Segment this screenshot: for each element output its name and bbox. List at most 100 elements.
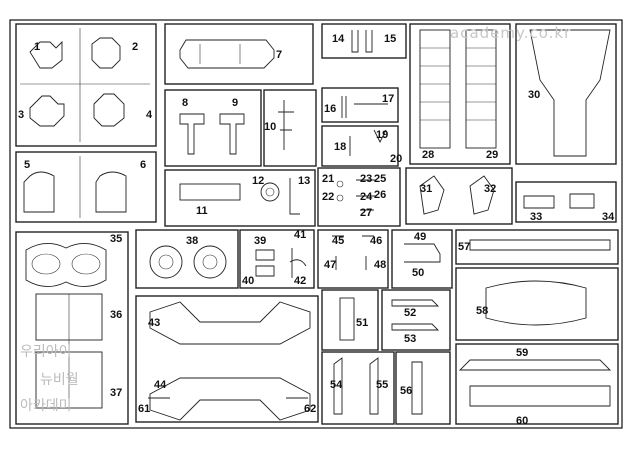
part-label-17: 17	[382, 93, 394, 105]
part-label-6: 6	[140, 159, 146, 171]
part-45-48-shape	[332, 235, 374, 270]
section-28-29	[409, 23, 511, 165]
part-13-shape	[289, 178, 300, 215]
part-label-12: 12	[252, 175, 264, 187]
section-45-48	[317, 229, 389, 289]
part-33-34-shape	[523, 193, 595, 209]
watermark-line-2: 뉴비월	[40, 372, 79, 388]
part-label-43: 43	[148, 317, 160, 329]
part-31-shape	[419, 175, 445, 215]
part-label-31: 31	[420, 183, 432, 195]
section-8-9	[164, 89, 262, 167]
section-21-27	[317, 167, 401, 227]
watermark-line-1: 우리아이	[20, 344, 72, 360]
part-38-hub-a	[158, 254, 174, 270]
part-label-56: 56	[400, 385, 412, 397]
part-51-shape	[339, 297, 355, 341]
section-5-6	[15, 151, 157, 223]
part-label-7: 7	[276, 49, 282, 61]
part-22-shape	[336, 194, 344, 202]
part-label-39: 39	[254, 235, 266, 247]
part-label-13: 13	[298, 175, 310, 187]
part-4-shape	[93, 93, 125, 127]
part-11-shape	[179, 183, 241, 201]
part-label-1: 1	[34, 41, 40, 53]
part-label-23: 23	[360, 173, 372, 185]
part-label-29: 29	[486, 149, 498, 161]
part-35-shape	[25, 243, 107, 287]
section-57	[455, 229, 619, 265]
part-label-60: 60	[516, 415, 528, 427]
section-11-13	[164, 169, 316, 227]
part-label-46: 46	[370, 235, 382, 247]
part-32-shape	[469, 175, 495, 215]
part-9-shape	[219, 113, 245, 155]
part-label-59: 59	[516, 347, 528, 359]
part-number-labels: 1 2 3 4 5 6 7 8 9 10 11 12 13 14 15 16 1…	[18, 33, 615, 427]
part-label-22: 22	[322, 191, 334, 203]
part-label-27: 27	[360, 207, 372, 219]
section-14-15	[321, 23, 407, 59]
section-52-53	[381, 289, 451, 351]
section-51	[321, 289, 379, 351]
part-29-shape	[465, 29, 497, 149]
part-5-shape	[23, 171, 55, 213]
part-59-shape	[458, 359, 612, 371]
part-label-2: 2	[132, 41, 138, 53]
part-38-hub-b	[202, 254, 218, 270]
part-label-50: 50	[412, 267, 424, 279]
watermark-url: academy.co.kr	[450, 24, 571, 42]
part-label-33: 33	[530, 211, 542, 223]
part-label-11: 11	[196, 205, 208, 217]
part-28-shape	[419, 29, 451, 149]
part-label-4: 4	[146, 109, 153, 121]
part-label-14: 14	[332, 33, 345, 45]
section-7	[164, 23, 314, 85]
part-label-21: 21	[322, 173, 334, 185]
part-label-54: 54	[330, 379, 343, 391]
part-label-28: 28	[422, 149, 434, 161]
part-label-37: 37	[110, 387, 122, 399]
part-label-24: 24	[360, 191, 373, 203]
part-39-42-shape	[255, 248, 307, 278]
part-49-50-shape	[404, 243, 441, 263]
part-23-27-shape	[356, 179, 376, 211]
part-38-wheel-b	[193, 245, 227, 279]
section-33-34	[515, 181, 617, 223]
section-31-32	[405, 167, 513, 225]
part-label-58: 58	[476, 305, 488, 317]
part-label-45: 45	[332, 235, 344, 247]
part-label-15: 15	[384, 33, 396, 45]
part-label-32: 32	[484, 183, 496, 195]
section-49-50	[391, 229, 453, 289]
part-18-20-shape	[349, 129, 387, 156]
section-58	[455, 267, 619, 341]
part-52-53-shape	[391, 299, 440, 331]
part-label-36: 36	[110, 309, 122, 321]
part-label-20: 20	[390, 153, 402, 165]
part-label-53: 53	[404, 333, 416, 345]
section-39-42	[239, 229, 315, 289]
part-label-25: 25	[374, 173, 386, 185]
part-label-61: 61	[138, 403, 150, 415]
part-label-42: 42	[294, 275, 306, 287]
section-38	[135, 229, 239, 289]
part-label-35: 35	[110, 233, 122, 245]
ladder-rungs	[420, 47, 496, 121]
part-3-shape	[29, 95, 65, 127]
part-label-51: 51	[356, 317, 368, 329]
part-12-shape	[260, 182, 280, 202]
part-1-shape	[29, 40, 63, 69]
part-30-shape	[529, 29, 611, 157]
part-label-55: 55	[376, 379, 388, 391]
part-label-10: 10	[264, 121, 276, 133]
part-label-9: 9	[232, 97, 238, 109]
section-30	[515, 23, 617, 165]
part-label-47: 47	[324, 259, 336, 271]
part-label-57: 57	[458, 241, 470, 253]
part-16-17-shape	[341, 96, 388, 118]
part-label-19: 19	[376, 129, 388, 141]
part-label-30: 30	[528, 89, 540, 101]
part-label-34: 34	[602, 211, 615, 223]
part-44-shape	[149, 377, 311, 421]
